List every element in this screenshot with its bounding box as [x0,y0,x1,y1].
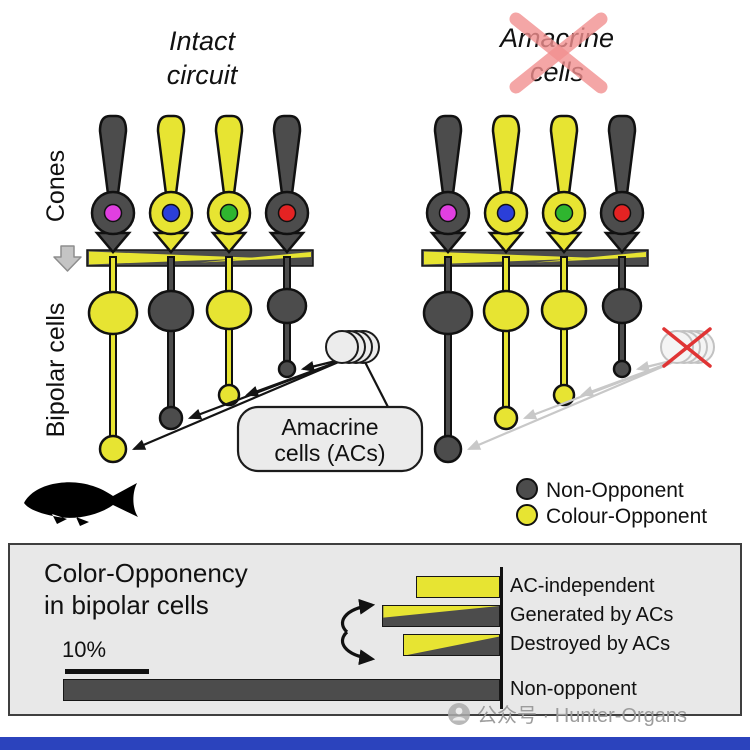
bipolar-row-label: Bipolar cells [42,303,70,438]
intact-title-line2: circuit [167,60,239,90]
cone-outer-segment [98,114,128,196]
zebrafish-silhouette [24,482,138,526]
chart-title: Color-Opponency in bipolar cells [44,557,248,621]
bipolar-terminal [433,434,463,464]
bipolar-soma [422,290,474,336]
cone-outer-segment [156,114,186,196]
band-yellow-wedge [424,251,599,265]
red-cross-icon [509,12,608,94]
amacrine-stack-disc [660,330,694,364]
bipolar-soma [266,287,308,325]
bipolar-soma [205,289,253,331]
legend-colour-opponent-label: Colour-Opponent [546,505,707,528]
bar-destroyed [403,634,500,656]
intact-title-line1: Intact [169,26,237,56]
bipolar-soma [482,289,530,333]
bipolar-terminal [217,383,241,407]
bar-ac_independent [416,576,500,598]
chart-baseline [500,567,503,709]
cone-pigment-dot-red [612,203,632,223]
down-arrow-icon [53,245,82,272]
bipolar-terminal [552,383,576,407]
bipolar-soma [87,290,139,336]
scale-label: 10% [62,637,107,662]
cone-pedicle [429,231,467,254]
ac-input-arrow [244,356,349,397]
cone-pedicle [94,231,132,254]
legend-colour-opponent-swatch [516,504,538,526]
circuit-ablated [421,114,715,464]
watermark: 公众号 · Hunter-Organs [448,699,687,728]
circuit-diagram: Amacrine cells (ACs) Intact circuit Amac… [24,12,715,528]
cone-pedicle [603,231,641,254]
cone-pigment-dot-blue [161,203,181,223]
swap-arrow-icon [341,599,376,665]
small-red-cross-icon [662,327,712,368]
chart-title-line1: Color-Opponency [44,558,248,588]
cone-pedicle [545,231,583,254]
cone-pedicle [152,231,190,254]
ac-box-line2: cells (ACs) [274,440,385,466]
bipolar-soma [601,287,643,325]
ac-input-arrow [131,356,349,451]
bar-category-label: AC-independent [510,575,655,597]
cone-pedicle [487,231,525,254]
ac-box-connector [364,361,390,410]
bipolar-soma [540,289,588,331]
bar-category-label: Non-opponent [510,678,637,700]
circuits [86,114,715,464]
scale-bar [65,669,149,674]
cone-outer-segment [549,114,579,196]
amacrine-stack-disc [325,330,359,364]
cone-pigment-dot-red [277,203,297,223]
bipolar-terminal [493,405,519,431]
chart-panel: Color-Opponency in bipolar cells 10% AC-… [8,543,742,716]
bar-generated [382,605,500,627]
bipolar-terminal [277,359,297,379]
bar-category-label: Destroyed by ACs [510,633,671,655]
cone-outer-segment [214,114,244,196]
ac-box-line1: Amacrine [281,414,378,440]
band-yellow-wedge [89,251,264,265]
cone-pigment-dot-magenta [103,203,123,223]
cone-outer-segment [272,114,302,196]
bar-non_opponent [63,679,500,701]
bottom-blue-strip [0,737,750,750]
cone-pigment-dot-green [554,203,574,223]
bipolar-terminal [612,359,632,379]
cone-pigment-dot-magenta [438,203,458,223]
bipolar-soma [147,289,195,333]
cones-row-label: Cones [42,150,70,222]
bipolar-terminal [158,405,184,431]
chart-title-line2: in bipolar cells [44,590,209,620]
cone-pigment-dot-blue [496,203,516,223]
cone-outer-segment [607,114,637,196]
legend-non-opponent-swatch [516,478,538,500]
ac-input-arrow [466,356,684,451]
cone-pigment-dot-green [219,203,239,223]
watermark-text: 公众号 · Hunter-Organs [477,705,688,727]
bipolar-terminal [98,434,128,464]
cone-outer-segment [491,114,521,196]
cone-pedicle [210,231,248,254]
amacrine-cells-label-box [236,405,424,473]
circuit-intact [86,114,380,464]
official-account-icon [448,702,470,725]
cone-outer-segment [433,114,463,196]
legend-non-opponent-label: Non-Opponent [546,479,684,502]
cone-pedicle [268,231,306,254]
bar-category-label: Generated by ACs [510,604,674,626]
